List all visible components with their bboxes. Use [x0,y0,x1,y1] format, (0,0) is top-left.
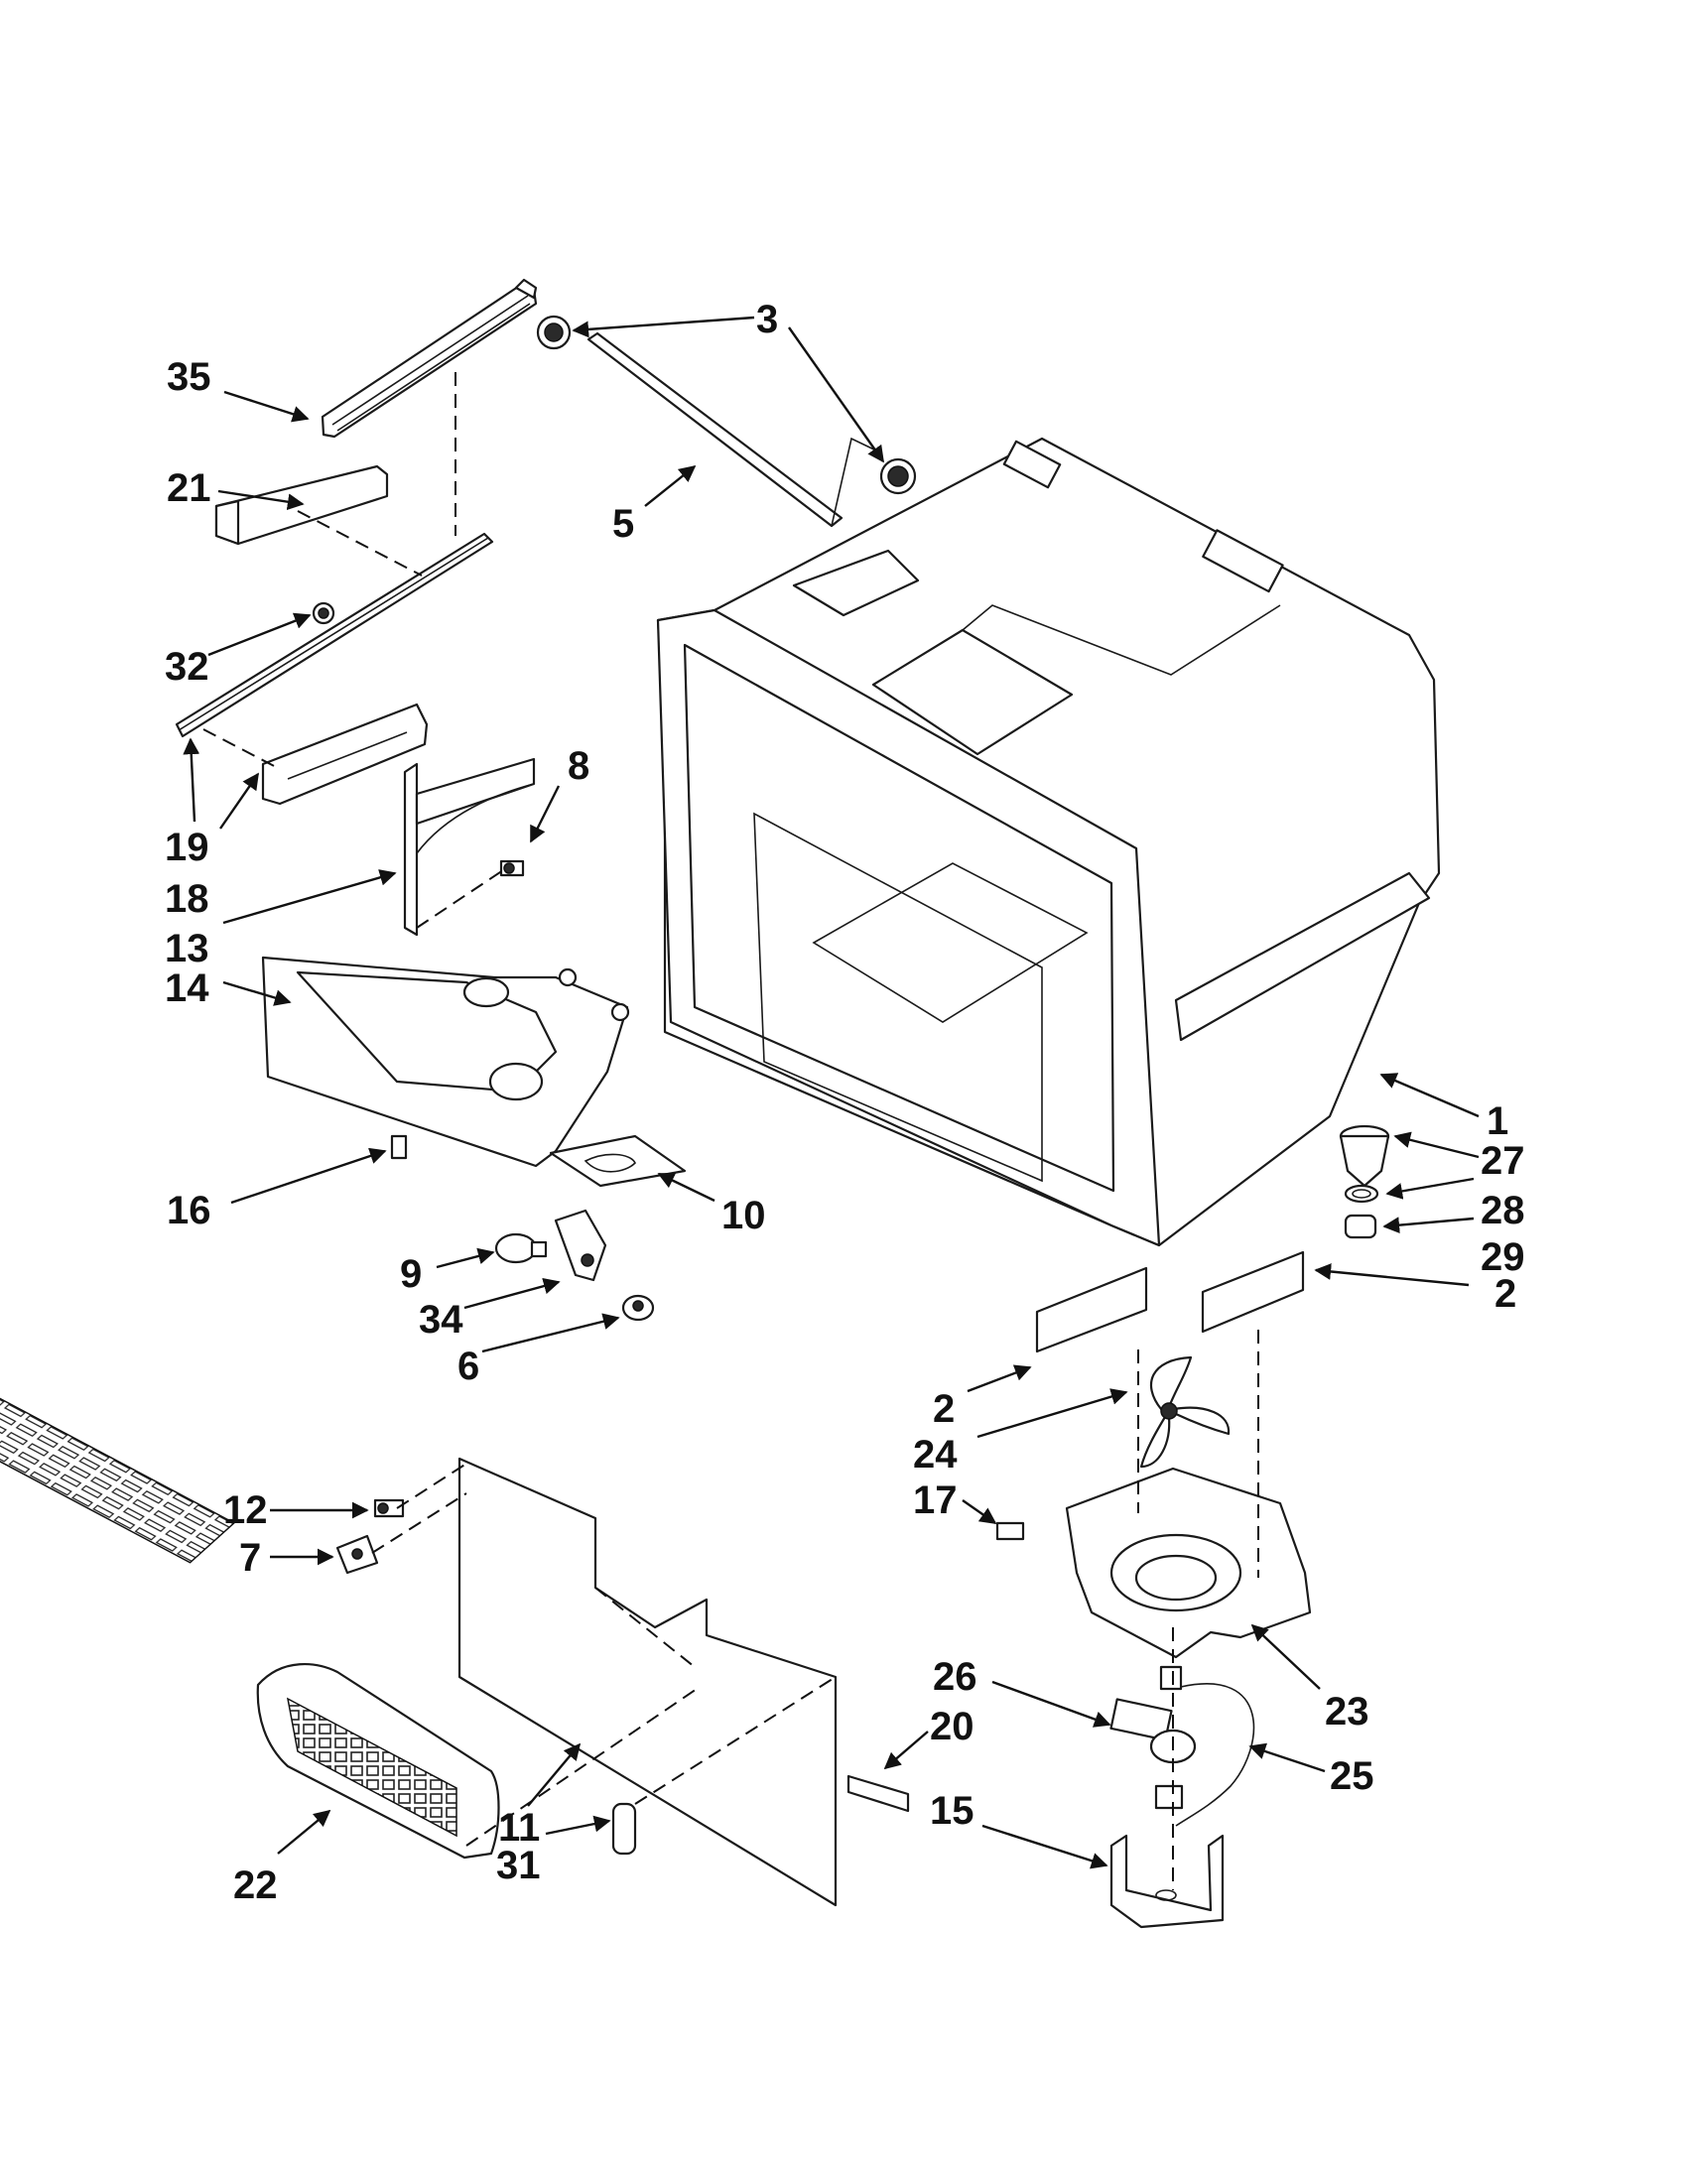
grille-part-22 [256,1663,500,1860]
wire-part-25 [1175,1683,1255,1827]
callout-17: 17 [913,1478,958,1522]
callout-7: 7 [239,1536,262,1580]
callout-34: 34 [419,1298,463,1342]
callout-8: 8 [568,744,590,788]
callout-5: 5 [612,502,635,546]
callout-19: 19 [165,826,209,869]
panel-part-11 [0,1372,838,1907]
callout-18: 18 [165,877,209,921]
bracket-part-7 [335,1534,379,1575]
gear-part-3-top [536,315,572,350]
gear-part-3-right [879,457,917,495]
cover-part-6 [621,1294,655,1322]
screw-part-8 [499,859,525,877]
callout-14: 14 [165,966,209,1010]
bracket-part-13 [403,757,536,937]
clip-part-16 [390,1134,408,1160]
screw-part-32 [312,601,335,625]
fan-blade-part-24 [1139,1355,1231,1469]
pad-part-2-left [1035,1266,1148,1353]
clip-part-31 [611,1802,637,1856]
screw-part-12 [373,1498,405,1518]
screw-part-17 [995,1521,1025,1541]
strip-part-20 [846,1774,910,1813]
callout-3: 3 [756,298,779,341]
slide-rail-part-19 [175,532,494,738]
pad-part-2-right [1201,1250,1305,1334]
tray-part-14 [261,956,630,1168]
callout-16: 16 [167,1189,211,1232]
callout-35: 35 [167,355,211,399]
callout-2-left: 2 [933,1387,956,1431]
callout-29: 29 [1481,1235,1525,1279]
callout-25: 25 [1330,1754,1374,1798]
callout-28: 28 [1481,1189,1525,1232]
leader-lines [183,316,1480,1869]
callout-31: 31 [496,1844,541,1887]
ring-part-28 [1344,1184,1379,1204]
callout-21: 21 [167,466,211,510]
bracket-part-15 [1109,1834,1225,1929]
callout-11: 11 [498,1806,541,1850]
slide-rail-part-35 [321,278,538,439]
bulb-part-9 [494,1232,548,1264]
callout-23: 23 [1325,1690,1369,1734]
callout-22: 22 [233,1863,278,1907]
callout-15: 15 [930,1789,974,1833]
shaft-part-5 [586,331,879,528]
drain-part-27 [1339,1124,1390,1188]
callout-10: 10 [721,1194,766,1237]
callout-6: 6 [457,1345,480,1388]
motor-part-26 [1109,1665,1197,1810]
callout-12: 12 [223,1488,268,1532]
callout-13: 13 [165,927,209,970]
callout-32: 32 [165,645,209,689]
callout-1: 1 [1487,1099,1509,1143]
fan-shroud-part-23 [1065,1467,1312,1659]
callout-26: 26 [933,1655,977,1699]
liner-part-1 [656,437,1441,1247]
plug-part-29 [1344,1214,1377,1239]
callout-20: 20 [930,1705,974,1748]
sheet-part-10 [549,1134,687,1188]
assembly-lines [202,372,1259,1890]
socket-part-34 [554,1209,607,1282]
bracket-part-18 [261,703,429,806]
callout-24: 24 [913,1433,958,1477]
callout-9: 9 [400,1252,423,1296]
callout-2-right: 2 [1494,1272,1517,1316]
callout-27: 27 [1481,1139,1525,1183]
